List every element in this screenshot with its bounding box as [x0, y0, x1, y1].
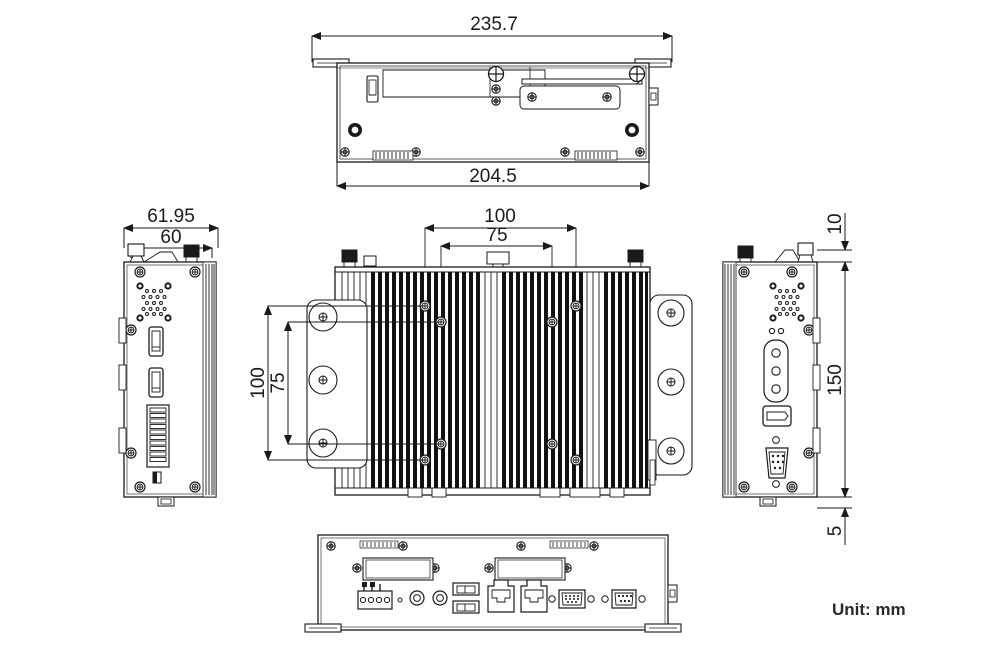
left-side-view-group [118, 224, 219, 507]
dim-label-235-7: 235.7 [470, 14, 518, 35]
unit-note: Unit: mm [832, 600, 906, 619]
usb-port-upper [452, 582, 480, 596]
heatsink-fins [341, 272, 648, 488]
top-heat-bar [519, 78, 643, 110]
right-indicator-holes [768, 327, 785, 335]
dimension-vesa-75-vertical [284, 321, 441, 445]
dim-label-vesa-100-h: 100 [484, 206, 516, 227]
audio-jack-line-out [409, 590, 425, 606]
db9-serial-port [765, 436, 789, 488]
dim-label-204-5: 204.5 [469, 166, 517, 187]
bottom-side-latch [667, 584, 678, 603]
usb-port-lower [452, 600, 480, 614]
left-side-latches [118, 317, 127, 454]
dim-label-10: 10 [825, 213, 846, 234]
bottom-vent-slots-left [359, 540, 399, 549]
usb-port-lower [148, 367, 164, 398]
right-speaker-grille [769, 282, 805, 322]
left-top-connectors [127, 243, 200, 264]
terminal-block [146, 404, 170, 484]
usb-port-upper [148, 326, 164, 357]
vga-port [548, 589, 595, 609]
mounting-bracket-left [306, 299, 368, 469]
expansion-bay-right [494, 557, 566, 581]
antenna-hole-plate [763, 339, 789, 403]
top-phillips-screws [487, 65, 646, 106]
dimension-235-7 [311, 32, 673, 62]
speaker-grille [136, 282, 172, 322]
dim-label-vesa-100-v: 100 [248, 367, 269, 399]
dim-label-61-95: 61.95 [147, 206, 195, 227]
antenna-connectors-top [341, 249, 644, 271]
bottom-mounting-ears [304, 623, 682, 633]
bottom-vent-slots-right [549, 540, 589, 549]
reset-hole [397, 597, 403, 603]
top-vent-slots-left [372, 150, 414, 161]
right-side-view-group [722, 213, 852, 545]
rj45-lan1 [487, 579, 515, 613]
dim-label-vesa-75-h: 75 [486, 225, 507, 246]
audio-jack-mic-in [432, 590, 448, 606]
bottom-io-view-group [304, 534, 682, 633]
hdmi-port [762, 405, 792, 427]
dim-label-150: 150 [825, 364, 846, 396]
dimension-5 [817, 507, 852, 545]
db9-com-port [601, 589, 646, 609]
dimension-10 [817, 213, 852, 251]
top-view-group [311, 32, 673, 190]
front-bottom-connector-stubs [407, 487, 625, 498]
right-side-latches [812, 317, 821, 454]
side-latch-right [648, 87, 659, 106]
dimension-vesa-100-vertical [264, 305, 425, 461]
top-grommet-holes [348, 123, 639, 137]
mounting-bracket-right [647, 294, 693, 486]
right-heatsink-edge [722, 261, 737, 498]
left-bottom-tab [157, 496, 175, 507]
right-bottom-tab [759, 496, 777, 507]
dim-label-vesa-75-v: 75 [268, 372, 289, 393]
dim-label-5: 5 [825, 526, 846, 537]
rj45-lan2 [520, 579, 548, 613]
left-heatsink-edge [202, 261, 217, 498]
right-top-connectors [737, 242, 814, 264]
expansion-bay-left [362, 557, 434, 581]
top-vent-slots-right [574, 150, 618, 161]
front-heatsink-view-group [264, 224, 693, 498]
dimension-61-95 [123, 224, 219, 248]
dim-label-60: 60 [160, 227, 181, 248]
dimension-204-5 [336, 162, 650, 190]
power-terminal-block [357, 582, 393, 610]
dimension-150 [817, 261, 852, 498]
inner-cover-panel [366, 67, 546, 103]
